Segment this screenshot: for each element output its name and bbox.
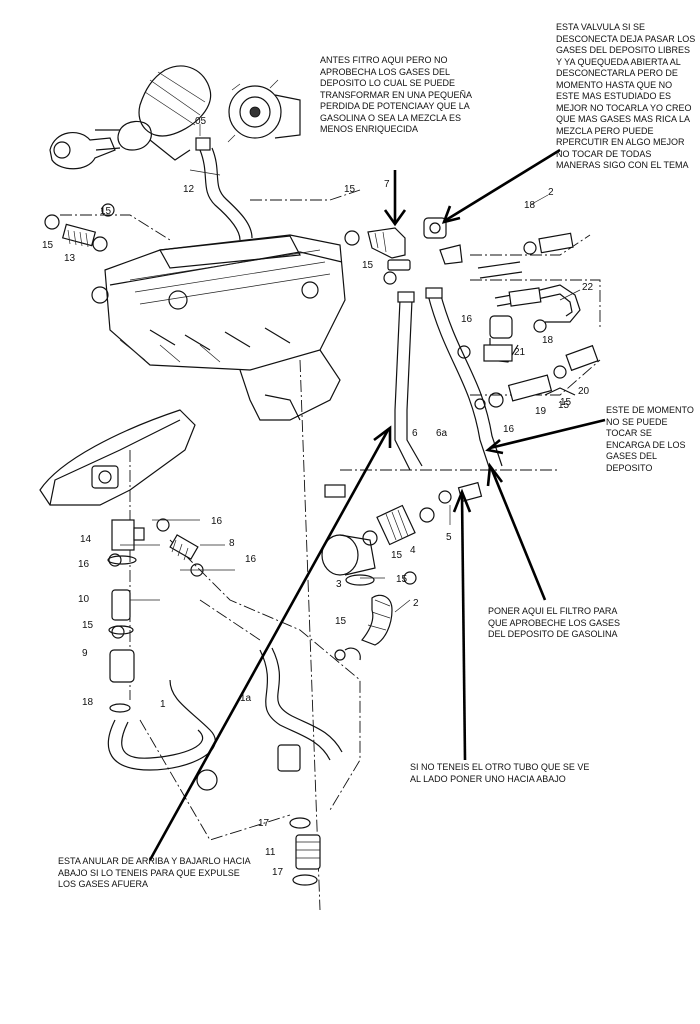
label-21: 21 bbox=[514, 347, 526, 358]
cap-3-part bbox=[321, 534, 376, 586]
label-10: 10 bbox=[78, 594, 90, 605]
connector-8-group bbox=[156, 518, 204, 577]
label-15: 15 bbox=[344, 184, 356, 195]
label-11: 11 bbox=[265, 847, 276, 858]
label-15: 15 bbox=[42, 240, 54, 251]
right-components-group bbox=[457, 232, 599, 410]
middle-connectors-group bbox=[324, 481, 483, 546]
label-19: 19 bbox=[535, 406, 547, 417]
label-15: 15 bbox=[560, 397, 572, 408]
label-16: 16 bbox=[78, 559, 90, 570]
label-16: 16 bbox=[211, 516, 223, 527]
label-18: 18 bbox=[542, 335, 554, 346]
intake-duct-part bbox=[49, 65, 212, 170]
label-2: 2 bbox=[548, 187, 554, 198]
label-14: 14 bbox=[80, 534, 92, 545]
label-17: 17 bbox=[272, 867, 284, 878]
label-7: 7 bbox=[384, 179, 390, 190]
pump-part bbox=[227, 79, 301, 143]
annotation-arrows bbox=[148, 148, 606, 861]
tube-6a bbox=[425, 287, 503, 471]
valve-part bbox=[423, 217, 463, 265]
hose-12 bbox=[195, 137, 253, 241]
label-5: 5 bbox=[446, 532, 452, 543]
label-18: 18 bbox=[82, 697, 94, 708]
connector-13-group bbox=[44, 214, 108, 252]
label-18: 18 bbox=[524, 200, 536, 211]
hose-1a bbox=[259, 647, 343, 772]
label-13: 13 bbox=[64, 253, 76, 264]
label-16: 16 bbox=[245, 554, 257, 565]
label-6: 6 bbox=[412, 428, 418, 439]
label-4: 4 bbox=[410, 545, 416, 556]
connector-11-group bbox=[289, 817, 321, 886]
label-15: 15 bbox=[558, 400, 570, 411]
label-16: 16 bbox=[503, 424, 515, 435]
label-17: 17 bbox=[258, 818, 270, 829]
note-no-touch: ESTE DE MOMENTO NO SE PUEDE TOCAR SE ENC… bbox=[606, 405, 694, 473]
label-20: 20 bbox=[578, 386, 590, 397]
clamp-parts bbox=[101, 203, 417, 661]
label-15: 15 bbox=[335, 616, 347, 627]
label-15: 15 bbox=[391, 550, 403, 561]
label-15: 15 bbox=[396, 574, 408, 585]
label-3: 3 bbox=[336, 579, 342, 590]
note-ring: ESTA ANULAR DE ARRIBA Y BAJARLO HACIA AB… bbox=[58, 856, 251, 889]
hose-2-part bbox=[344, 594, 393, 661]
label-15: 15 bbox=[362, 260, 374, 271]
air-box-part bbox=[39, 409, 196, 506]
label-2: 2 bbox=[413, 598, 419, 609]
label-16: 16 bbox=[461, 314, 473, 325]
label-15: 15 bbox=[100, 206, 112, 217]
label-15: 15 bbox=[82, 620, 94, 631]
label-12: 12 bbox=[183, 184, 195, 195]
label-22: 22 bbox=[582, 282, 594, 293]
note-other-tube: SI NO TENEIS EL OTRO TUBO QUE SE VE AL L… bbox=[410, 762, 590, 784]
note-valve: ESTA VALVULA SI SE DESCONECTA DEJA PASAR… bbox=[556, 22, 696, 170]
label-05: 05 bbox=[195, 116, 207, 127]
hose-1 bbox=[107, 679, 218, 791]
label-8: 8 bbox=[229, 538, 235, 549]
leader-lines bbox=[120, 124, 581, 613]
note-filter-before: ANTES FITRO AQUI PERO NO APROBECHA LOS G… bbox=[320, 55, 472, 134]
part-number-labels: 05 12 15 15 13 15 7 15 2 18 22 16 21 18 … bbox=[42, 116, 594, 878]
label-9: 9 bbox=[82, 648, 88, 659]
cylinder-head-part bbox=[91, 234, 346, 421]
left-fitting-stack bbox=[107, 519, 145, 713]
label-1a: 1a bbox=[240, 693, 252, 704]
connector-7 bbox=[344, 227, 411, 271]
label-6a: 6a bbox=[436, 428, 448, 439]
label-1: 1 bbox=[160, 699, 166, 710]
note-put-filter: PONER AQUI EL FILTRO PARA QUE APROBECHE … bbox=[488, 606, 621, 639]
tube-6 bbox=[394, 291, 423, 471]
